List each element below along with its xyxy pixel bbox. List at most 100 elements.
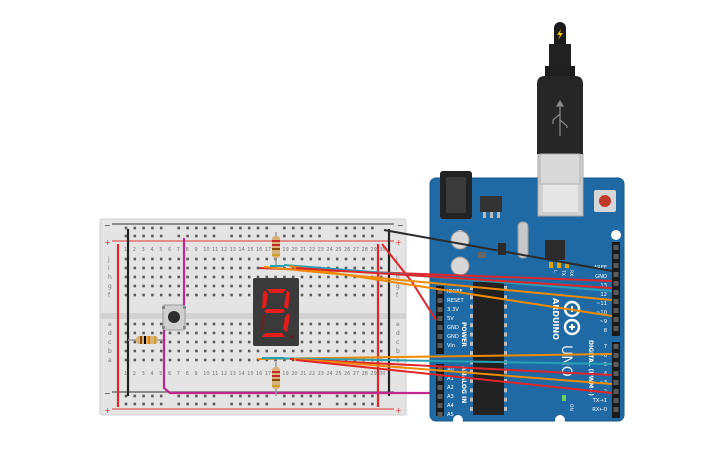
rail-hole[interactable] [186, 402, 189, 406]
rail-hole[interactable] [256, 234, 260, 238]
breadboard-hole[interactable] [239, 340, 242, 344]
breadboard-hole[interactable] [186, 340, 189, 344]
rail-hole[interactable] [247, 234, 251, 238]
breadboard-hole[interactable] [256, 266, 260, 270]
header-pin[interactable] [437, 394, 443, 399]
breadboard-hole[interactable] [186, 358, 189, 362]
breadboard-hole[interactable] [309, 340, 313, 344]
breadboard-hole[interactable] [300, 349, 304, 353]
rail-hole[interactable] [283, 402, 286, 406]
breadboard-hole[interactable] [186, 275, 189, 279]
usb-cable[interactable] [537, 22, 583, 185]
breadboard-hole[interactable] [221, 266, 225, 270]
breadboard-hole[interactable] [362, 266, 365, 270]
breadboard-hole[interactable] [221, 349, 225, 353]
breadboard-hole[interactable] [168, 284, 172, 288]
header-pin[interactable] [613, 326, 619, 331]
breadboard-hole[interactable] [371, 322, 374, 326]
breadboard-hole[interactable] [230, 322, 233, 326]
breadboard-hole[interactable] [168, 349, 172, 353]
pushbutton[interactable] [162, 304, 186, 331]
header-pin[interactable] [437, 316, 443, 321]
breadboard-hole[interactable] [335, 293, 339, 297]
breadboard-hole[interactable] [371, 257, 374, 261]
breadboard-hole[interactable] [379, 257, 383, 261]
rail-hole[interactable] [133, 234, 137, 238]
header-pin[interactable] [613, 371, 619, 376]
breadboard-hole[interactable] [221, 331, 225, 335]
rail-hole[interactable] [247, 402, 251, 406]
breadboard-hole[interactable] [230, 266, 233, 270]
breadboard-hole[interactable] [221, 340, 225, 344]
breadboard-hole[interactable] [379, 284, 383, 288]
rail-hole[interactable] [159, 394, 163, 398]
header-pin[interactable] [613, 407, 619, 412]
breadboard-hole[interactable] [151, 349, 154, 353]
rail-hole[interactable] [159, 226, 163, 230]
breadboard-hole[interactable] [151, 293, 154, 297]
rail-hole[interactable] [344, 226, 348, 230]
rail-hole[interactable] [300, 394, 304, 398]
breadboard-hole[interactable] [371, 340, 374, 344]
pushbutton-cap[interactable] [168, 311, 180, 323]
rail-hole[interactable] [203, 226, 207, 230]
breadboard-hole[interactable] [362, 293, 365, 297]
breadboard-hole[interactable] [195, 266, 198, 270]
breadboard-hole[interactable] [221, 358, 225, 362]
header-pin[interactable] [613, 317, 619, 322]
breadboard-hole[interactable] [151, 331, 154, 335]
rail-hole[interactable] [256, 402, 260, 406]
rail-hole[interactable] [133, 394, 137, 398]
rail-hole[interactable] [371, 226, 374, 230]
breadboard-hole[interactable] [177, 349, 181, 353]
header-pin[interactable] [437, 412, 443, 417]
breadboard-hole[interactable] [318, 275, 321, 279]
breadboard-hole[interactable] [124, 349, 128, 353]
wire-black-gnd[interactable] [383, 229, 613, 272]
rail-hole[interactable] [318, 234, 321, 238]
breadboard-hole[interactable] [159, 322, 163, 326]
breadboard-hole[interactable] [133, 322, 137, 326]
rail-hole[interactable] [283, 394, 286, 398]
breadboard-hole[interactable] [344, 275, 348, 279]
breadboard-hole[interactable] [195, 257, 198, 261]
rail-hole[interactable] [335, 394, 339, 398]
breadboard-hole[interactable] [344, 340, 348, 344]
breadboard-hole[interactable] [124, 322, 128, 326]
breadboard-hole[interactable] [239, 293, 242, 297]
breadboard-hole[interactable] [133, 358, 137, 362]
breadboard-hole[interactable] [159, 331, 163, 335]
rail-hole[interactable] [247, 226, 251, 230]
breadboard-hole[interactable] [230, 275, 233, 279]
breadboard-hole[interactable] [142, 331, 145, 335]
header-pin[interactable] [613, 272, 619, 277]
rail-hole[interactable] [335, 402, 339, 406]
header-pin[interactable] [613, 398, 619, 403]
breadboard-hole[interactable] [151, 266, 154, 270]
breadboard-hole[interactable] [344, 322, 348, 326]
breadboard-hole[interactable] [221, 257, 225, 261]
breadboard-hole[interactable] [177, 275, 181, 279]
breadboard-hole[interactable] [142, 257, 145, 261]
breadboard-hole[interactable] [203, 358, 207, 362]
breadboard-hole[interactable] [318, 293, 321, 297]
breadboard-hole[interactable] [168, 358, 172, 362]
rail-hole[interactable] [186, 234, 189, 238]
breadboard-hole[interactable] [379, 340, 383, 344]
breadboard-hole[interactable] [195, 358, 198, 362]
breadboard-hole[interactable] [371, 266, 374, 270]
breadboard-hole[interactable] [283, 257, 286, 261]
header-pin[interactable] [437, 325, 443, 330]
breadboard-hole[interactable] [353, 322, 357, 326]
breadboard-hole[interactable] [159, 349, 163, 353]
breadboard-hole[interactable] [203, 322, 207, 326]
rail-hole[interactable] [142, 234, 145, 238]
breadboard-hole[interactable] [327, 257, 330, 261]
breadboard-hole[interactable] [309, 293, 313, 297]
header-pin[interactable] [437, 343, 443, 348]
breadboard-hole[interactable] [159, 358, 163, 362]
breadboard-hole[interactable] [195, 284, 198, 288]
rail-hole[interactable] [256, 226, 260, 230]
rail-hole[interactable] [212, 402, 216, 406]
rail-hole[interactable] [318, 394, 321, 398]
